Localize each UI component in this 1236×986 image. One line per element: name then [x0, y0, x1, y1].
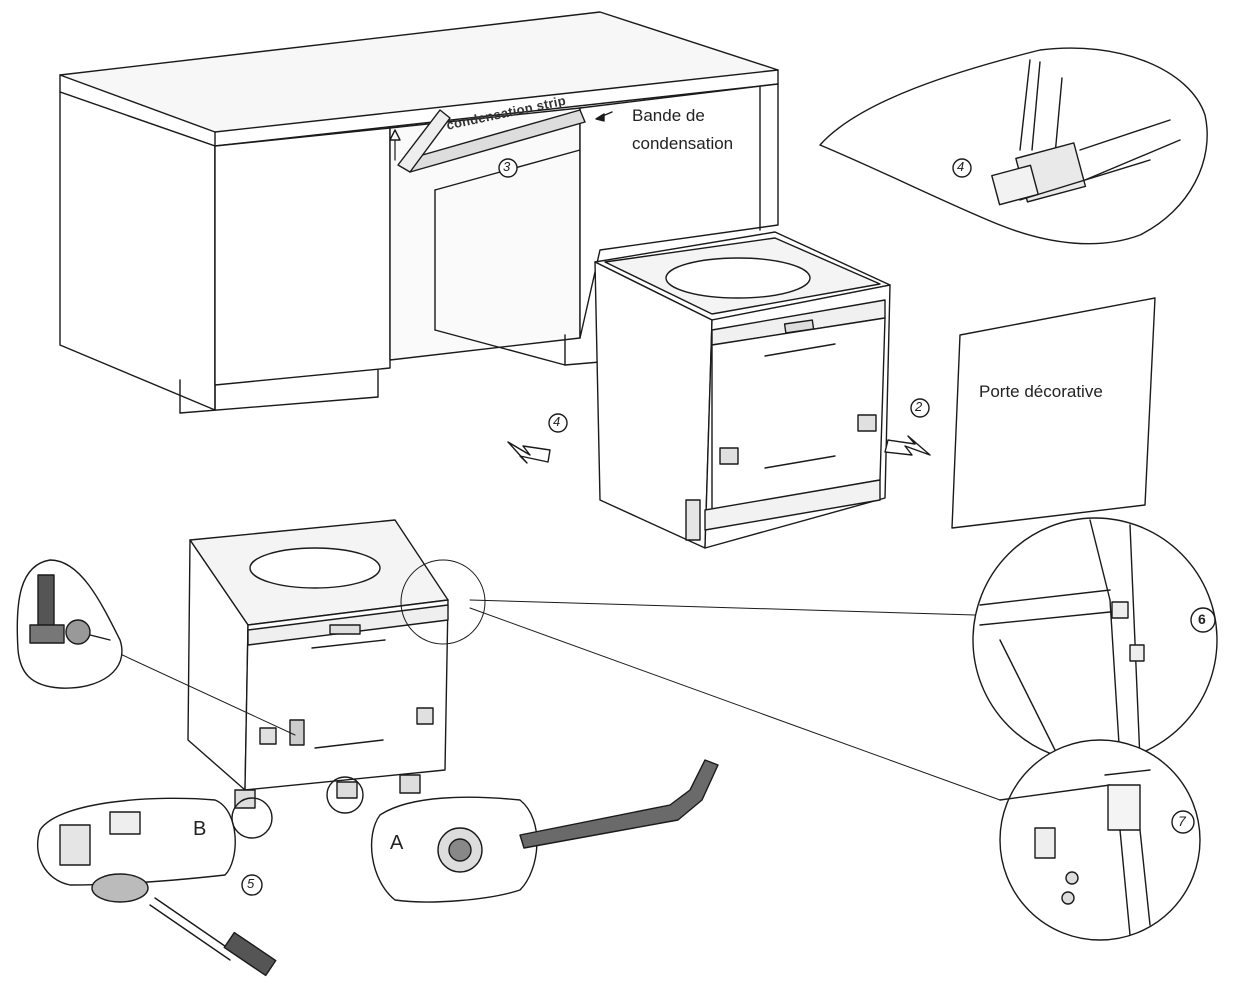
foot-detail	[16, 559, 123, 689]
detail-circle-6	[972, 517, 1218, 763]
kitchen-cabinet	[59, 11, 779, 414]
condensation-strip-label: Bande de condensation	[632, 106, 734, 153]
detail-b-label: B	[193, 818, 207, 840]
step-2-number: 2	[915, 399, 923, 414]
detail-a-label: A	[390, 832, 404, 854]
detail-a	[326, 759, 719, 903]
leader-lines	[89, 559, 1001, 801]
step-7-number: 7	[1178, 813, 1186, 829]
push-arrows	[507, 398, 931, 464]
detail-bubble-top	[819, 47, 1208, 245]
dishwasher-top	[594, 231, 891, 549]
step-3-marker	[498, 158, 518, 178]
step-6-number: 6	[1198, 611, 1206, 627]
detail-circle-7	[999, 739, 1201, 941]
decorative-door-label: Porte décorative	[979, 382, 1103, 401]
step-3-number: 3	[503, 159, 511, 174]
dishwasher-bottom	[187, 519, 449, 809]
decorative-door-panel	[951, 297, 1156, 529]
step-4-number-detail: 4	[957, 159, 965, 174]
step-5-number: 5	[247, 876, 255, 891]
detail-b	[36, 797, 277, 977]
step-4-number: 4	[553, 414, 561, 429]
